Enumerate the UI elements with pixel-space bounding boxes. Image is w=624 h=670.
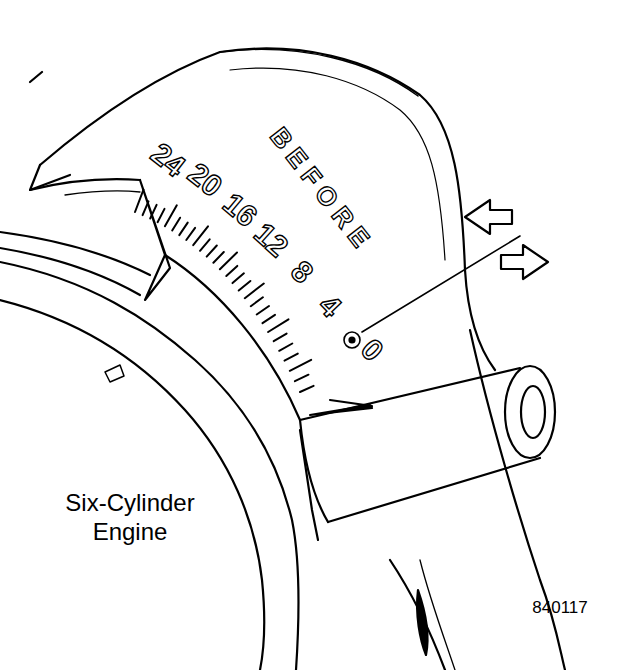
scale-tick [279,344,292,351]
scale-tick [245,284,264,299]
scale-tick [186,228,195,240]
scale-tick [285,354,298,361]
scale-tick [150,205,156,219]
figure-number: 840117 [532,599,587,616]
scale-tick [207,246,217,257]
scale-tick [233,273,244,283]
scale-tick [257,306,269,315]
scale-tick [165,205,177,226]
scale-tick [300,386,314,392]
scale-tick [143,201,149,215]
degree-number: 4 [313,290,346,323]
scale-tick [158,209,165,222]
scale-tick [268,319,288,332]
degree-number: 12 [249,218,294,263]
scale-tick [239,281,251,291]
scale-tick [220,253,237,270]
scale-tick [200,239,210,251]
scale-tick [179,223,187,236]
scale-tick [135,190,144,212]
scale-tick [274,334,287,342]
engine-caption: Six-Cylinder Engine [45,489,215,547]
scale-tick [193,226,208,245]
scale-tick [251,297,263,306]
degree-number: 20 [183,158,228,202]
scale-tick [295,375,309,382]
degree-number: 16 [218,188,263,232]
scale-tick [172,218,180,231]
scale-tick [263,315,276,323]
degree-number: 24 [146,138,191,182]
degree-number: 8 [286,255,319,288]
scale-tick [290,360,311,371]
scale-tick [226,266,237,276]
scale-tick [213,252,223,263]
